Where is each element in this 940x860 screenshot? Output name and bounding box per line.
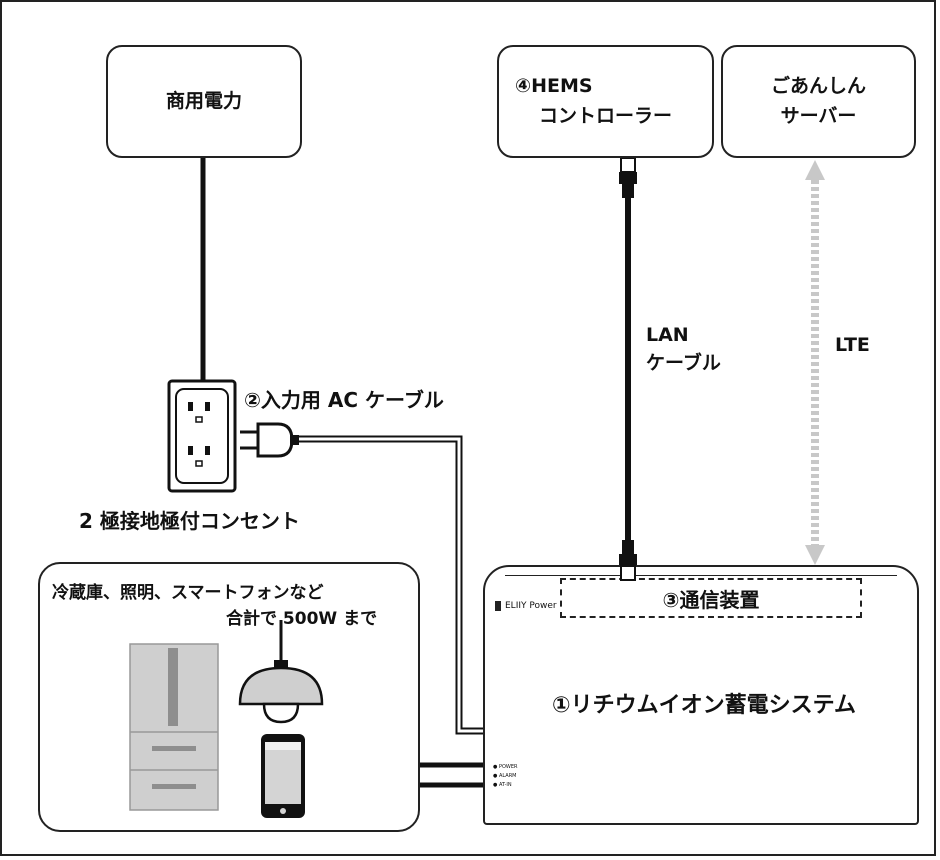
ac-plug: [240, 422, 299, 458]
brand-name: ELIIY Power: [505, 601, 557, 611]
lte-arrow-down: [805, 545, 825, 565]
grid-power-node: 商用電力: [106, 45, 302, 158]
grid-power-label: 商用電力: [165, 89, 242, 112]
battery-top-edge: [505, 575, 897, 576]
brand-mark-icon: [495, 601, 501, 611]
hems-label-line1: ④HEMS: [515, 75, 593, 98]
hems-label-line2: コントローラー: [538, 104, 672, 127]
smartphone-icon: [261, 734, 305, 818]
communication-device: ③通信装置: [560, 578, 862, 618]
lte-label: LTE: [835, 334, 870, 356]
indicator-power: ● POWER: [493, 764, 518, 770]
lan-connector-top: [619, 157, 637, 198]
appliances-label-line2: 合計で 500W まで: [226, 609, 378, 629]
lan-label-line2: ケーブル: [646, 351, 721, 374]
refrigerator-icon: [129, 643, 219, 811]
brand-logo: ELIIY Power: [495, 601, 557, 611]
server-node: ごあんしん サーバー: [721, 45, 916, 158]
indicator-at-in: ● AT-IN: [493, 782, 512, 788]
lan-port-icon: [620, 565, 636, 581]
wall-outlet: [167, 379, 237, 493]
hems-controller-node: ④HEMS コントローラー: [497, 45, 714, 158]
appliances-group: 冷蔵庫、照明、スマートフォンなど 合計で 500W まで: [38, 562, 420, 832]
pendant-lamp-icon: [238, 620, 324, 724]
outlet-label: 2 極接地極付コンセント: [79, 509, 300, 533]
ac-cable-label: ②入力用 AC ケーブル: [244, 388, 444, 412]
server-label-line2: サーバー: [780, 104, 857, 127]
server-label-line1: ごあんしん: [770, 75, 866, 98]
ac-cable-inner: [297, 437, 485, 733]
appliance-icons: [129, 620, 324, 818]
comm-device-label: ③通信装置: [662, 587, 760, 612]
lan-label-line1: LAN: [646, 324, 689, 346]
indicator-alarm: ● ALARM: [493, 773, 517, 779]
lte-arrow-up: [805, 160, 825, 180]
appliances-label-line1: 冷蔵庫、照明、スマートフォンなど: [52, 583, 324, 603]
battery-system-label: ①リチウムイオン蓄電システム: [552, 693, 856, 718]
indicator-list: ● POWER ● ALARM ● AT-IN: [493, 763, 517, 790]
lan-cable-label: LAN ケーブル: [646, 322, 721, 377]
